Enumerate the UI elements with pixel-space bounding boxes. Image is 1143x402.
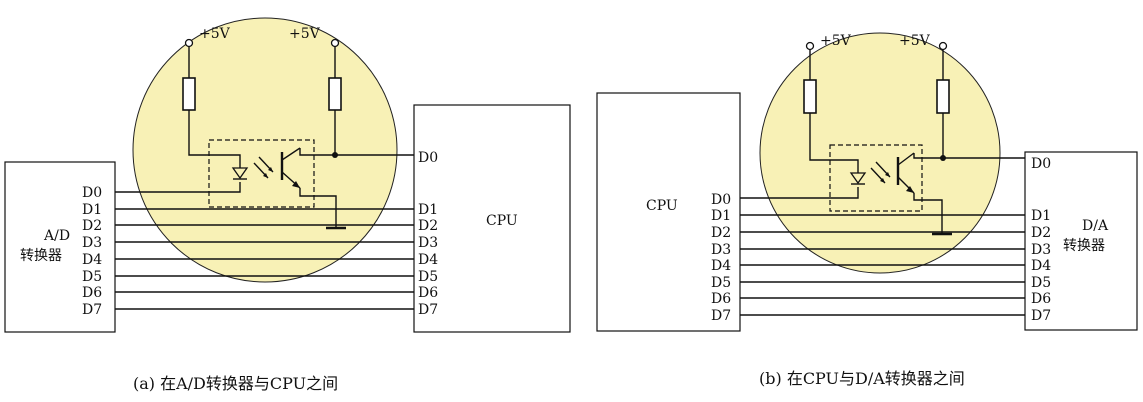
optocoupler-a	[115, 52, 414, 230]
caption-a: (a) 在A/D转换器与CPU之间	[133, 374, 338, 393]
cpu-b-pin-d4: D4	[711, 258, 731, 274]
cpu-a-pin-d4: D4	[418, 252, 438, 268]
cpu-label-a: CPU	[486, 213, 518, 229]
dac-pin-d0: D0	[1031, 156, 1051, 172]
dac-pin-labels: D0 D1 D2 D3 D4 D5 D6 D7	[1031, 156, 1051, 324]
dac-pin-d5: D5	[1031, 275, 1051, 291]
bus-wires-a	[115, 208, 414, 310]
vcc-label-right-a: +5V	[289, 26, 321, 42]
dac-pin-d6: D6	[1031, 291, 1051, 307]
cpu-a-pin-d5: D5	[418, 269, 438, 285]
bus-wires-b	[740, 214, 1025, 316]
cpu-b-pin-d3: D3	[711, 242, 731, 258]
cpu-b-pin-d6: D6	[711, 291, 731, 307]
adc-title: A/D	[43, 228, 70, 244]
supply-b: +5V +5V	[803, 33, 950, 114]
vcc-label-left-a: +5V	[199, 26, 231, 42]
resistor-icon	[182, 77, 196, 111]
highlight-circle-b	[759, 32, 1001, 274]
dac-pin-d7: D7	[1031, 308, 1051, 324]
cpu-a-pin-labels: D0 D1 D2 D3 D4 D5 D6 D7	[418, 150, 438, 318]
cpu-b-pin-d0: D0	[711, 192, 731, 208]
cpu-a-pin-d0: D0	[418, 150, 438, 166]
cpu-label-b: CPU	[646, 198, 678, 214]
adc-pin-d2: D2	[82, 218, 102, 234]
adc-pin-d7: D7	[82, 302, 102, 318]
dac-pin-d1: D1	[1031, 208, 1051, 224]
resistor-icon	[328, 77, 342, 111]
led-icon	[849, 172, 867, 185]
adc-pin-d0: D0	[82, 185, 102, 201]
diagram-a: A/D 转换器 CPU D0 D1 D2 D3 D4 D5 D6 D7 D0 D…	[4, 17, 571, 393]
cpu-block-b	[596, 92, 741, 332]
adc-subtitle: 转换器	[20, 247, 62, 264]
dac-title: D/A	[1082, 218, 1109, 234]
cpu-a-pin-d1: D1	[418, 202, 438, 218]
dac-pin-d3: D3	[1031, 242, 1051, 258]
cpu-b-pin-d1: D1	[711, 208, 731, 224]
cpu-b-pin-d2: D2	[711, 225, 731, 241]
vcc-terminal-icon	[805, 41, 815, 51]
adc-pin-d4: D4	[82, 252, 102, 268]
cpu-a-pin-d3: D3	[418, 235, 438, 251]
cpu-b-pin-d5: D5	[711, 275, 731, 291]
cpu-block-a	[413, 104, 571, 333]
adc-pin-d1: D1	[82, 202, 102, 218]
resistor-icon	[803, 79, 817, 114]
optocoupler-package-b	[829, 144, 923, 212]
optocoupler-package-a	[208, 139, 315, 208]
adc-pin-d5: D5	[82, 269, 102, 285]
dac-subtitle: 转换器	[1063, 237, 1105, 254]
vcc-terminal-icon	[184, 38, 194, 48]
led-icon	[231, 167, 249, 180]
resistor-icon	[936, 79, 950, 114]
adc-block	[4, 161, 116, 333]
diagram-b: CPU D/A 转换器 D0 D1 D2 D3 D4 D5 D6 D7 D0 D…	[596, 32, 1138, 388]
dac-pin-d4: D4	[1031, 258, 1051, 274]
cpu-b-pin-d7: D7	[711, 308, 731, 324]
optocoupler-b	[740, 52, 1025, 236]
dac-block	[1024, 151, 1138, 331]
supply-a: +5V +5V	[182, 26, 342, 111]
vcc-label-right-b: +5V	[899, 33, 931, 49]
adc-pin-d3: D3	[82, 235, 102, 251]
dac-pin-d2: D2	[1031, 225, 1051, 241]
cpu-a-pin-d6: D6	[418, 285, 438, 301]
adc-pin-d6: D6	[82, 285, 102, 301]
vcc-terminal-icon	[330, 38, 340, 48]
adc-pin-labels: D0 D1 D2 D3 D4 D5 D6 D7	[82, 185, 102, 318]
cpu-a-pin-d7: D7	[418, 302, 438, 318]
cpu-a-pin-d2: D2	[418, 218, 438, 234]
vcc-label-left-b: +5V	[820, 33, 852, 49]
cpu-b-pin-labels: D0 D1 D2 D3 D4 D5 D6 D7	[711, 192, 731, 324]
caption-b: (b) 在CPU与D/A转换器之间	[759, 369, 965, 388]
vcc-terminal-icon	[938, 41, 948, 51]
